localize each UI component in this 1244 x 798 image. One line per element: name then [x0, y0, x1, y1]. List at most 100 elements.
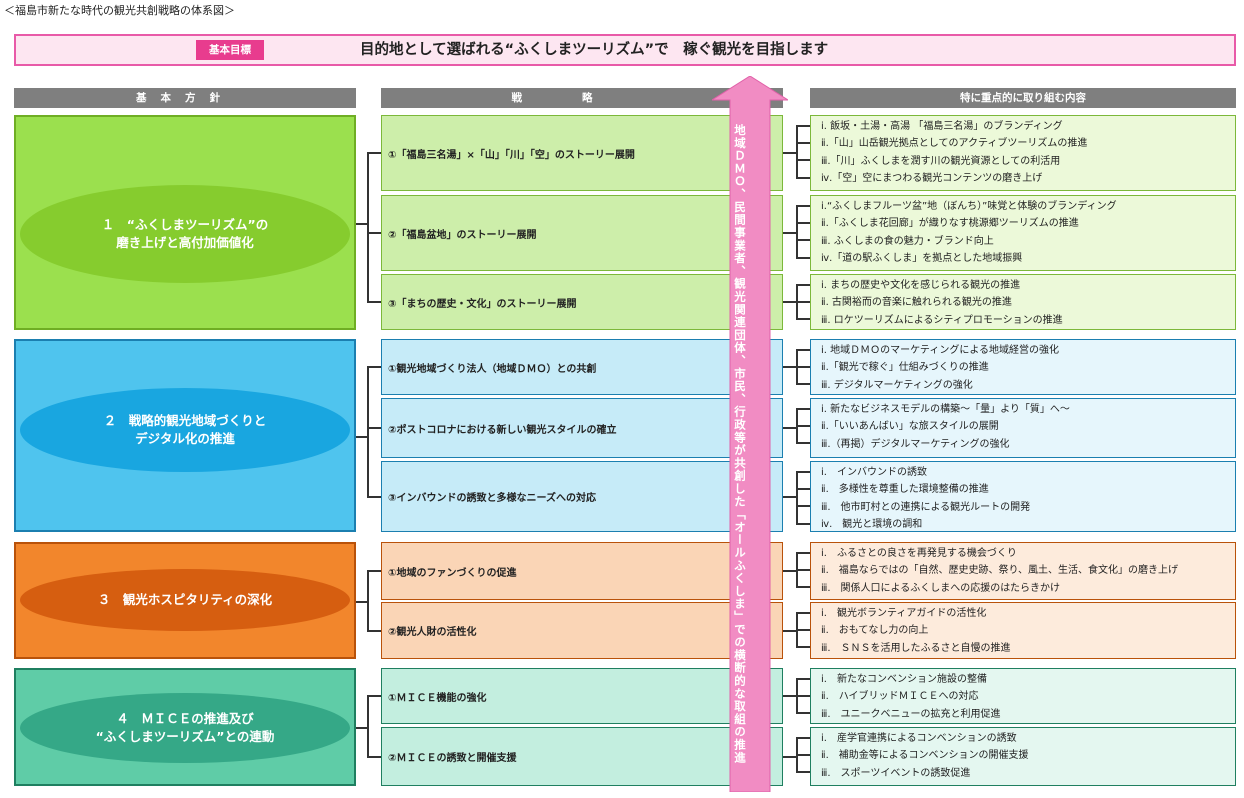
focus-item: ⅲ. 関係人口によるふくしまへの応援のはたらきかけ: [821, 582, 1061, 594]
basic-goal-banner: 基本目標 目的地として選ばれる“ふくしまツーリズム”で 稼ぐ観光を目指します: [14, 34, 1236, 66]
strategy-box: ③「まちの歴史・文化」のストーリー展開: [381, 274, 783, 330]
focus-item: ⅰ. 新たなコンベンション施設の整備: [821, 674, 987, 685]
connector-line: [796, 383, 810, 386]
focus-item: ⅳ.「空」空にまつわる観光コンテンツの磨き上げ: [821, 172, 1043, 184]
connector-line: [796, 551, 810, 554]
connector-line: [796, 141, 810, 144]
header-focus-content: 特に重点的に取り組む内容: [810, 88, 1236, 108]
policy-ellipse-3: ３ 観光ホスピタリティの深化: [20, 569, 350, 631]
focus-item: ⅱ. おもてなし力の向上: [821, 625, 929, 637]
connector-line: [783, 495, 797, 498]
connector-line: [367, 755, 381, 758]
focus-item: ⅰ. 観光ボランティアガイドの活性化: [821, 608, 987, 619]
connector-line: [783, 629, 797, 632]
policy-title-line: デジタル化の推進: [135, 431, 235, 446]
strategy-box: ②「福島盆地」のストーリー展開: [381, 195, 783, 271]
focus-content-box: ⅰ. 産学官連携によるコンベンションの誘致 ⅱ. 補助金等によるコンベンションの開…: [810, 727, 1236, 786]
strategy-box: ①地域のファンづくりの促進: [381, 542, 783, 600]
focus-item: ⅱ. ハイブリッドＭＩＣＥへの対応: [821, 691, 979, 703]
focus-item: ⅰ. 地域ＤＭＯのマーケティングによる地域経営の強化: [821, 345, 1060, 356]
connector-line: [796, 256, 810, 259]
focus-item: ⅱ. 補助金等によるコンベンションの開催支援: [821, 750, 1029, 762]
connector-line: [367, 495, 381, 498]
policy-title-line: ４ ＭＩＣＥの推進及び: [116, 711, 254, 726]
focus-item: ⅲ. 他市町村との連携による観光ルートの開発: [821, 501, 1031, 513]
focus-content-box: ⅰ. 新たなビジネスモデルの構築～「量」より「質」へ～ⅱ.「いいあんばい」な旅ス…: [810, 398, 1236, 458]
connector-line: [367, 152, 381, 154]
header-strategy: 戦略: [381, 88, 783, 108]
connector-line: [796, 753, 810, 756]
policy-ellipse-4: ４ ＭＩＣＥの推進及び“ふくしまツーリズム”との連動: [20, 693, 350, 763]
focus-item: ⅰ. 新たなビジネスモデルの構築～「量」より「質」へ～: [821, 404, 1070, 415]
connector-line: [796, 283, 810, 286]
focus-item: ⅲ.（再掲）デジタルマーケティングの強化: [821, 438, 1010, 450]
connector-line: [796, 204, 810, 207]
connector-line: [796, 611, 810, 614]
connector-line: [796, 318, 810, 321]
connector-line: [796, 176, 810, 179]
connector-line: [796, 407, 810, 410]
focus-item: ⅰ.“ふくしまフルーツ盆”地（ぼんち）”味覚と体験のブランディング: [821, 201, 1117, 212]
connector-line: [796, 736, 810, 739]
connector-line: [367, 366, 381, 368]
focus-item: ⅰ. 飯坂・土湯・高湯 「福島三名湯」のブランディング: [821, 121, 1063, 132]
connector-line: [796, 239, 810, 242]
focus-item: ⅲ. スポーツイベントの誘致促進: [821, 767, 971, 779]
basic-goal-badge: 基本目標: [196, 40, 264, 60]
connector-line: [796, 348, 810, 351]
strategy-label: ③インバウンドの誘致と多様なニーズへの対応: [388, 493, 596, 504]
strategy-box: ①ＭＩＣＥ機能の強化: [381, 668, 783, 724]
strategy-label: ②観光人財の活性化: [388, 627, 477, 638]
connector-line: [367, 570, 381, 572]
connector-line: [796, 505, 810, 508]
strategy-box: ③インバウンドの誘致と多様なニーズへの対応: [381, 461, 783, 532]
connector-line: [783, 755, 797, 758]
connector-line: [796, 365, 810, 368]
focus-item: ⅱ.「ふくしま花回廊」が織りなす桃源郷ツーリズムの推進: [821, 218, 1079, 230]
diagram-caption: ＜福島市新たな時代の観光共創戦略の体系図＞: [4, 4, 235, 17]
connector-line: [796, 628, 810, 631]
connector-line: [783, 152, 797, 154]
strategy-box: ①「福島三名湯」×「山」「川」「空」のストーリー展開: [381, 115, 783, 191]
connector-line: [796, 677, 810, 680]
connector-line: [796, 470, 798, 525]
policy-title-line: ３ 観光ホスピタリティの深化: [97, 592, 273, 607]
strategy-box: ①観光地域づくり法人（地域ＤＭＯ）との共創: [381, 339, 783, 395]
connector-line: [796, 442, 810, 445]
focus-item: ⅲ. デジタルマーケティングの強化: [821, 379, 973, 391]
focus-item: ⅰ. インバウンドの誘致: [821, 467, 927, 478]
strategy-box: ②ＭＩＣＥの誘致と開催支援: [381, 727, 783, 786]
connector-line: [367, 695, 369, 758]
focus-item: ⅱ.「観光で稼ぐ」仕組みづくりの推進: [821, 362, 989, 374]
connector-line: [796, 646, 810, 649]
connector-line: [367, 232, 381, 234]
connector-line: [796, 124, 798, 179]
connector-line: [783, 232, 797, 234]
connector-line: [796, 487, 810, 490]
connector-line: [796, 300, 810, 303]
connector-line: [796, 694, 810, 697]
policy-title-line: １ “ふくしまツーリズム”の: [101, 217, 269, 232]
connector-line: [783, 427, 797, 429]
policy-title-line: ２ 戦略的観光地域づくりと: [103, 413, 267, 428]
focus-item: ⅰ. 産学官連携によるコンベンションの誘致: [821, 733, 1017, 744]
basic-goal-text: 目的地として選ばれる“ふくしまツーリズム”で 稼ぐ観光を目指します: [360, 42, 829, 58]
connector-line: [796, 159, 810, 162]
focus-item: ⅲ. ロケツーリズムによるシティプロモーションの推進: [821, 314, 1063, 326]
connector-line: [783, 366, 797, 368]
connector-line: [367, 629, 381, 632]
connector-line: [796, 522, 810, 525]
connector-line: [783, 570, 797, 572]
focus-item: ⅱ. 古関裕而の音楽に触れられる観光の推進: [821, 297, 1012, 309]
focus-item: ⅲ. ふくしまの食の魅力・ブランド向上: [821, 235, 994, 247]
connector-line: [367, 152, 369, 303]
connector-line: [367, 695, 381, 697]
policy-ellipse-2: ２ 戦略的観光地域づくりとデジタル化の推進: [20, 388, 350, 472]
connector-line: [356, 600, 368, 603]
connector-line: [367, 427, 381, 429]
connector-line: [796, 221, 810, 224]
